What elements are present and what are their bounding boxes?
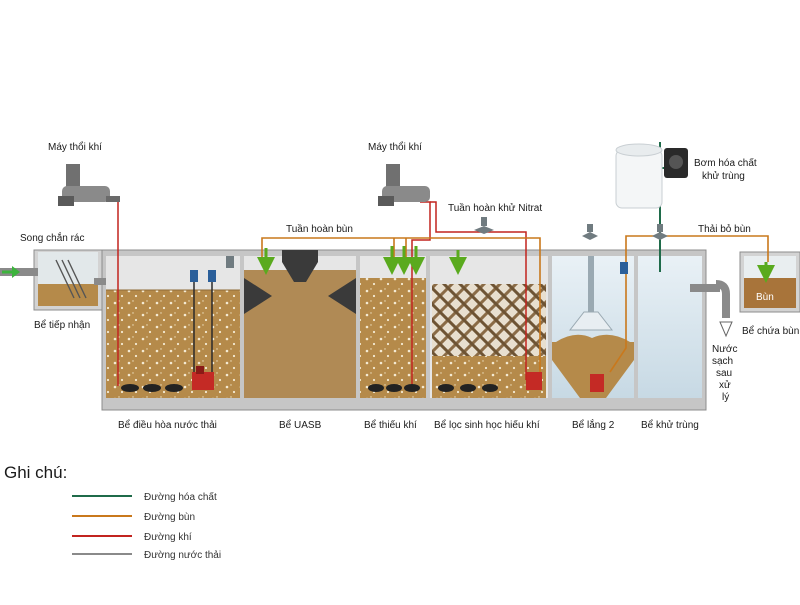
screen-bars [55,259,87,299]
sludge-storage-tank [739,251,800,313]
sludge-recirculation-label: Tuần hoàn bùn [286,223,353,235]
svg-text:Đường nước thải: Đường nước thải [144,550,221,561]
transfer-pipe-1 [94,278,110,285]
diffusers-equalization [121,384,183,392]
settling-tank-label: Bể lắng 2 [572,418,615,431]
inlet-arrow-head [12,266,20,278]
pump-settling [590,374,604,392]
pump-aerobic [526,372,542,390]
receiving-tank-label: Bể tiếp nhận [34,319,90,331]
clean-water-label: Nước sạch sau xử lý [712,344,737,403]
aerobic-tank-label: Bể lọc sinh học hiếu khí [434,419,540,431]
anoxic-tank [360,256,426,398]
sludge-discharge-label: Thải bỏ bùn [698,223,751,235]
chemical-pump-label-2: khử trùng [702,170,745,182]
disinfection-tank [638,256,702,398]
outlet-arrow [719,321,733,338]
settling-tank [552,256,634,398]
blue-valves [190,262,628,282]
svg-text:sau: sau [716,368,732,379]
screen-label: Song chắn rác [20,231,85,244]
anoxic-tank-label: Bể thiếu khí [364,419,417,431]
uasb-tank [244,250,356,398]
svg-text:Đường hóa chất: Đường hóa chất [144,491,217,503]
legend-title: Ghi chú: [4,463,67,482]
chemical-tank [615,143,663,209]
blower-2-label: Máy thổi khí [368,141,422,153]
blower-1-label: Máy thổi khí [48,141,102,153]
equalization-tank-label: Bể điều hòa nước thải [118,419,217,431]
valves [226,217,668,268]
equalization-tank [106,256,240,398]
nitrate-recirculation-label: Tuần hoàn khử Nitrat [448,202,542,214]
uasb-hood [282,250,318,282]
svg-text:Đường khí: Đường khí [144,532,192,543]
legend: Ghi chú: Đường hóa chất Đường bùn Đường … [4,463,221,561]
filter-media [432,284,546,356]
flow-arrows [257,246,775,283]
legend-item-wastewater: Đường nước thải [72,550,221,561]
sludge-storage-label: Bể chứa bùn [742,325,799,337]
legend-item-air: Đường khí [72,532,192,543]
blower-1 [58,164,120,206]
outlet-pipe [690,284,720,292]
disinfection-tank-label: Bể khử trùng [641,419,699,431]
svg-text:xử: xử [719,379,731,391]
blower-2 [378,164,430,206]
sludge-word: Bùn [756,292,774,303]
settling-baffle [568,311,614,331]
svg-text:Đường bùn: Đường bùn [144,512,195,523]
svg-text:sạch: sạch [712,356,733,367]
svg-text:lý: lý [722,392,729,403]
pump-equalization [192,372,214,390]
chemical-pump-label-1: Bơm hóa chất [694,157,757,169]
legend-item-chemical: Đường hóa chất [72,491,217,503]
legend-item-sludge: Đường bùn [72,512,195,523]
svg-text:Nước: Nước [712,344,737,355]
dosing-pump [664,148,688,178]
receiving-tank [33,249,103,311]
uasb-tank-label: Bể UASB [279,419,322,431]
aerobic-tank [430,256,548,398]
